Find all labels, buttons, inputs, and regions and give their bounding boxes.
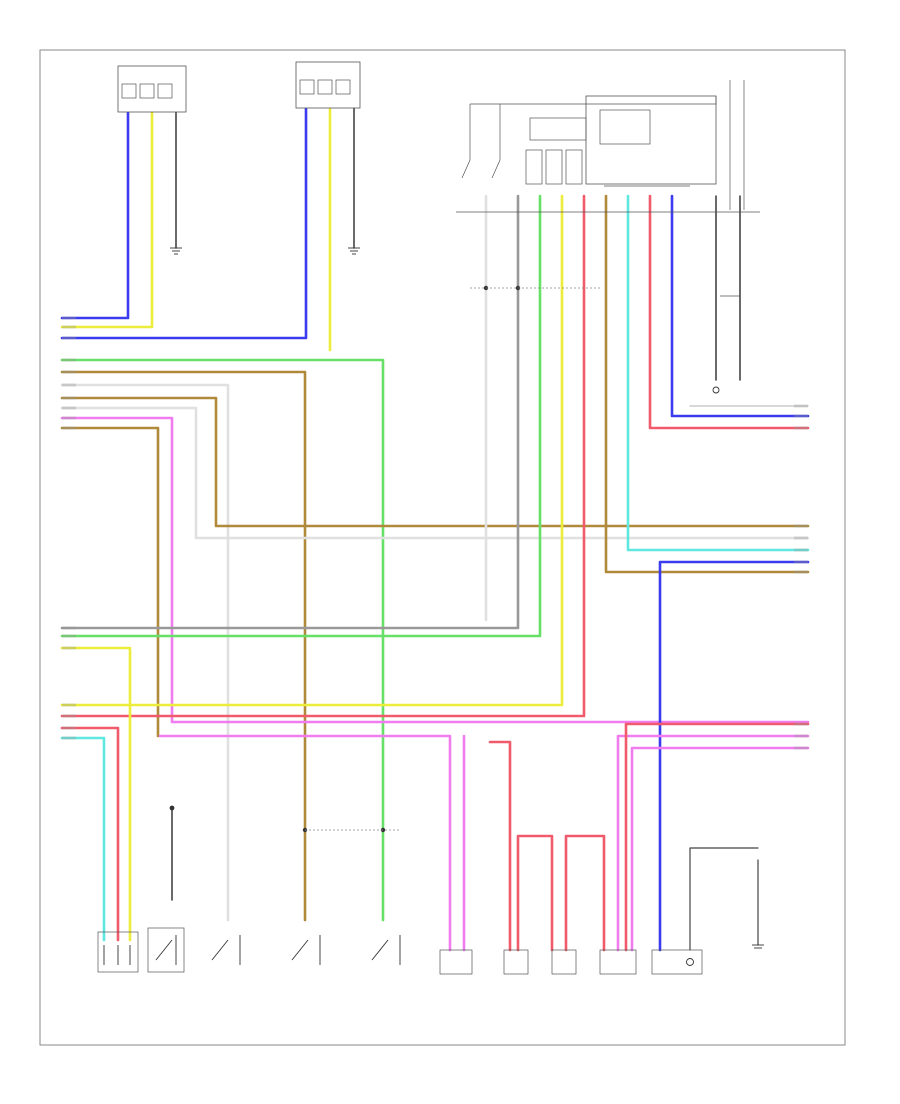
wire-pink-1 bbox=[60, 416, 810, 724]
wire-end-mark bbox=[794, 560, 808, 564]
wire-pink-5 bbox=[630, 746, 810, 952]
wire-brown-1 bbox=[60, 370, 307, 922]
wire-red-3 bbox=[60, 726, 120, 942]
wire-marks bbox=[62, 316, 808, 750]
wire-end-mark bbox=[794, 426, 808, 430]
connector-right-top bbox=[712, 295, 740, 394]
wire-end-mark bbox=[62, 714, 76, 718]
wire-red-1 bbox=[648, 194, 810, 430]
wire-end-mark bbox=[62, 396, 76, 400]
wire-white-1 bbox=[60, 383, 230, 922]
wire-gray-1 bbox=[60, 194, 520, 630]
wire-blue-4 bbox=[670, 194, 810, 418]
wire-brown-2 bbox=[60, 396, 810, 528]
ground-symbol-2 bbox=[348, 247, 360, 255]
bottom-module-5 bbox=[651, 949, 703, 975]
wire-brown-3 bbox=[60, 426, 160, 738]
wire-yellow-1 bbox=[60, 110, 154, 329]
bottom-sensor-2 bbox=[503, 949, 529, 975]
wire-red-2 bbox=[60, 194, 586, 718]
wire-end-mark bbox=[794, 524, 808, 528]
wire-blue-2 bbox=[60, 106, 308, 340]
wire-brown-4 bbox=[604, 194, 810, 574]
wire-end-mark bbox=[62, 646, 76, 650]
wire-blue-3 bbox=[658, 560, 810, 952]
wire-end-mark bbox=[62, 634, 76, 638]
module-top-right bbox=[456, 80, 760, 213]
wire-end-mark bbox=[794, 414, 808, 418]
wire-end-mark bbox=[794, 746, 808, 750]
wire-pink-2 bbox=[158, 734, 452, 952]
wire-red-5 bbox=[516, 834, 554, 952]
wire-end-mark bbox=[794, 734, 808, 738]
bottom-switch-2 bbox=[211, 935, 241, 965]
wire-green-2 bbox=[60, 194, 542, 638]
wire-end-mark bbox=[62, 416, 76, 420]
diagram-frame bbox=[39, 49, 846, 1046]
bottom-switch-1 bbox=[147, 927, 185, 973]
connector-top-left bbox=[117, 65, 187, 113]
bottom-sensor-3 bbox=[551, 949, 577, 975]
wires bbox=[60, 106, 810, 952]
wire-blue-1 bbox=[60, 110, 130, 320]
wire-end-mark bbox=[62, 316, 76, 320]
bottom-component-1 bbox=[97, 931, 139, 973]
bottom-ground-2 bbox=[169, 805, 764, 949]
wire-cyan-2 bbox=[60, 736, 106, 942]
wire-pink-4 bbox=[616, 734, 810, 952]
wire-yellow-3 bbox=[60, 194, 564, 707]
connector-top-middle bbox=[295, 61, 361, 109]
wire-end-mark bbox=[62, 383, 76, 387]
splice-points bbox=[302, 285, 600, 833]
ground-symbol-1 bbox=[170, 247, 182, 255]
wire-end-mark bbox=[794, 570, 808, 574]
wire-end-mark bbox=[794, 536, 808, 540]
wire-end-mark bbox=[62, 426, 76, 430]
wire-yellow-4 bbox=[60, 646, 132, 942]
wire-end-mark bbox=[62, 336, 76, 340]
wire-green-1 bbox=[60, 358, 385, 922]
wire-white-2 bbox=[60, 406, 810, 540]
wire-end-mark bbox=[794, 722, 808, 726]
wire-end-mark bbox=[62, 626, 76, 630]
wire-cyan-1 bbox=[626, 194, 810, 552]
wire-end-mark bbox=[62, 406, 76, 410]
wire-end-mark bbox=[62, 370, 76, 374]
wire-end-mark bbox=[62, 358, 76, 362]
wire-end-mark bbox=[62, 325, 76, 329]
wire-end-mark bbox=[62, 726, 76, 730]
bottom-switch-4 bbox=[371, 935, 401, 965]
wire-end-mark bbox=[62, 703, 76, 707]
bottom-sensor-1 bbox=[439, 949, 473, 975]
wire-red-4 bbox=[488, 740, 512, 952]
bottom-switch-3 bbox=[291, 935, 321, 965]
wire-red-6 bbox=[564, 834, 606, 952]
wire-end-mark bbox=[794, 548, 808, 552]
wire-black-6 bbox=[689, 847, 759, 951]
wire-end-mark bbox=[794, 404, 808, 408]
wire-end-mark bbox=[62, 736, 76, 740]
bottom-sensor-4 bbox=[599, 949, 637, 975]
wire-red-7 bbox=[624, 722, 810, 952]
